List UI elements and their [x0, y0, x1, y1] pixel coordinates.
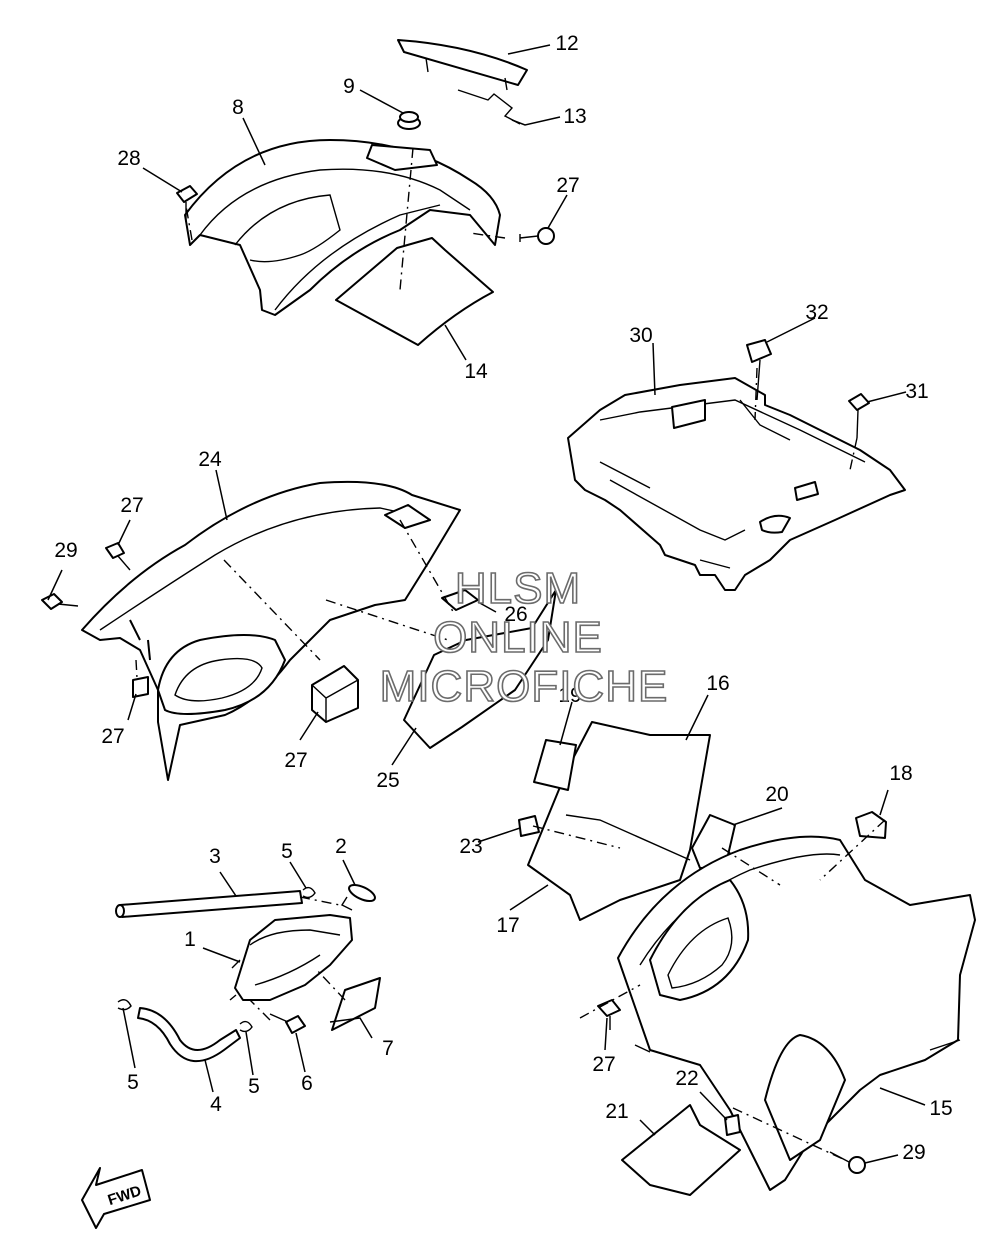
callout-32: 32 — [805, 301, 828, 324]
watermark-line3: MICROFICHE — [380, 662, 669, 711]
callout-31: 31 — [905, 380, 928, 403]
callout-labels: 12 13 9 8 28 27 14 32 30 31 24 27 29 26 … — [54, 32, 952, 1164]
part-19-flap — [621, 1104, 741, 1196]
callout-22: 24 — [198, 448, 222, 471]
callout-20: 22 — [675, 1067, 698, 1090]
callout-27-top: 27 — [556, 174, 579, 197]
part-20-clip — [724, 1114, 741, 1136]
part-3-rod — [119, 890, 303, 918]
callout-23: 25 — [376, 769, 399, 792]
part-21-pad — [518, 815, 540, 837]
part-10-cover — [397, 39, 528, 91]
part-18-damper — [691, 814, 736, 869]
callout-13: 15 — [929, 1097, 952, 1120]
callout-10: 12 — [555, 32, 578, 55]
callout-26: 27 — [284, 749, 307, 772]
callout-2: 2 — [335, 835, 347, 858]
callout-29-left: 29 — [54, 539, 77, 562]
part-12-plate — [335, 237, 494, 346]
part-32-clip-nut — [746, 339, 772, 401]
part-17-pad — [533, 739, 577, 791]
part-28-screw — [176, 185, 198, 222]
callout-11: 13 — [563, 105, 586, 128]
part-3-rod-end — [115, 904, 125, 918]
part-27-bolt-top — [519, 227, 555, 245]
callout-16: 18 — [889, 762, 912, 785]
part-11-spring — [457, 89, 521, 125]
part-23-panel — [403, 589, 557, 749]
callout-28: 28 — [117, 147, 140, 170]
callout-18: 20 — [765, 783, 788, 806]
part-27-bolt-mid — [105, 542, 131, 571]
callout-21: 23 — [459, 835, 482, 858]
fwd-arrow-icon: FWD — [81, 1167, 151, 1229]
part-27-bolt-bottom — [597, 999, 621, 1030]
callout-7: 7 — [382, 1037, 394, 1060]
callout-27-bottom: 27 — [592, 1053, 615, 1076]
part-7-pad — [331, 977, 381, 1031]
part-8-rear-fender — [184, 139, 501, 316]
callout-19: 21 — [605, 1100, 628, 1123]
part-1-tank — [229, 914, 353, 1001]
part-22-left-side-cover — [81, 480, 461, 781]
callout-3: 3 — [209, 845, 221, 868]
callout-14: 16 — [706, 672, 729, 695]
callout-5-left: 5 — [127, 1071, 139, 1094]
part-5-clamps — [117, 886, 316, 1033]
assembly-lines — [135, 147, 886, 1161]
callout-15: 17 — [496, 914, 519, 937]
part-2-cap — [340, 883, 376, 911]
part-29-bolt-left — [41, 593, 79, 610]
callout-17: 19 — [558, 684, 581, 707]
part-14-inner-panel — [565, 814, 691, 861]
callout-29-right: 29 — [902, 1141, 925, 1164]
callout-25: 27 — [101, 725, 124, 748]
callout-8: 8 — [232, 96, 244, 119]
watermark: HLSM ONLINE MICROFICHE — [379, 563, 669, 712]
part-16-pad — [855, 811, 887, 839]
part-9-grommet — [397, 111, 421, 130]
callout-5-top: 5 — [281, 840, 293, 863]
part-4-hose — [137, 1007, 241, 1063]
callout-4: 4 — [210, 1093, 222, 1116]
callout-27-mid: 27 — [120, 494, 143, 517]
leader-lines — [47, 44, 926, 1164]
callout-12: 14 — [464, 360, 488, 383]
watermark-line2: ONLINE — [433, 613, 603, 662]
part-25-clip — [132, 676, 149, 698]
callout-6: 6 — [301, 1072, 313, 1095]
part-15-inner-panel — [527, 721, 711, 921]
callout-1: 1 — [184, 928, 196, 951]
callout-24: 26 — [504, 603, 527, 626]
part-13-right-side-cover — [617, 835, 976, 1191]
part-26-damper — [311, 665, 359, 723]
part-31-screw — [848, 393, 870, 439]
part-30-rack-bracket — [567, 377, 906, 591]
callout-5-right: 5 — [248, 1075, 260, 1098]
part-24-pad — [441, 589, 479, 611]
callout-9: 9 — [343, 75, 355, 98]
watermark-line1: HLSM — [455, 564, 581, 613]
callout-30: 30 — [629, 324, 652, 347]
part-6-bolt — [269, 1013, 306, 1034]
